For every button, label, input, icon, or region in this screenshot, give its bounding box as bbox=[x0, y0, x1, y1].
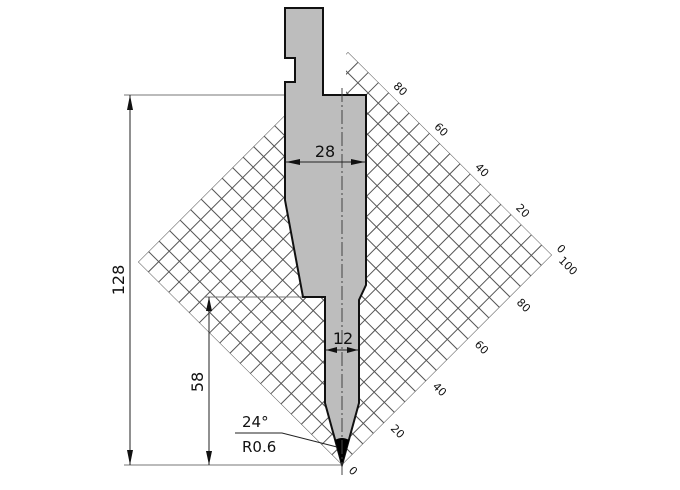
dimension-arrows bbox=[127, 95, 365, 465]
scale-label-lower: 60 bbox=[472, 338, 491, 357]
scale-label-upper: 80 bbox=[391, 80, 410, 99]
dim-body-width: 28 bbox=[315, 142, 335, 161]
scale-label-upper: 60 bbox=[431, 120, 450, 139]
scale-label-lower: 100 bbox=[556, 254, 580, 278]
grid-line bbox=[347, 52, 552, 256]
grid-mask bbox=[322, 40, 346, 95]
dim-lower-height: 58 bbox=[188, 372, 207, 392]
grid-line bbox=[337, 62, 542, 266]
scale-label-lower: 80 bbox=[514, 296, 533, 315]
scale-label-upper: 20 bbox=[513, 201, 532, 220]
extension-lines bbox=[124, 94, 342, 466]
scale-label-lower: 0 bbox=[346, 464, 360, 478]
dim-tip-angle: 24° bbox=[242, 413, 269, 431]
scale-label-lower: 40 bbox=[430, 380, 449, 399]
scale-label-lower: 20 bbox=[388, 422, 407, 441]
dim-tip-radius: R0.6 bbox=[242, 438, 276, 456]
dim-neck-width: 12 bbox=[333, 329, 353, 348]
scale-label-upper: 40 bbox=[472, 161, 491, 180]
dim-total-height: 128 bbox=[109, 265, 128, 296]
punch-body bbox=[284, 7, 367, 469]
